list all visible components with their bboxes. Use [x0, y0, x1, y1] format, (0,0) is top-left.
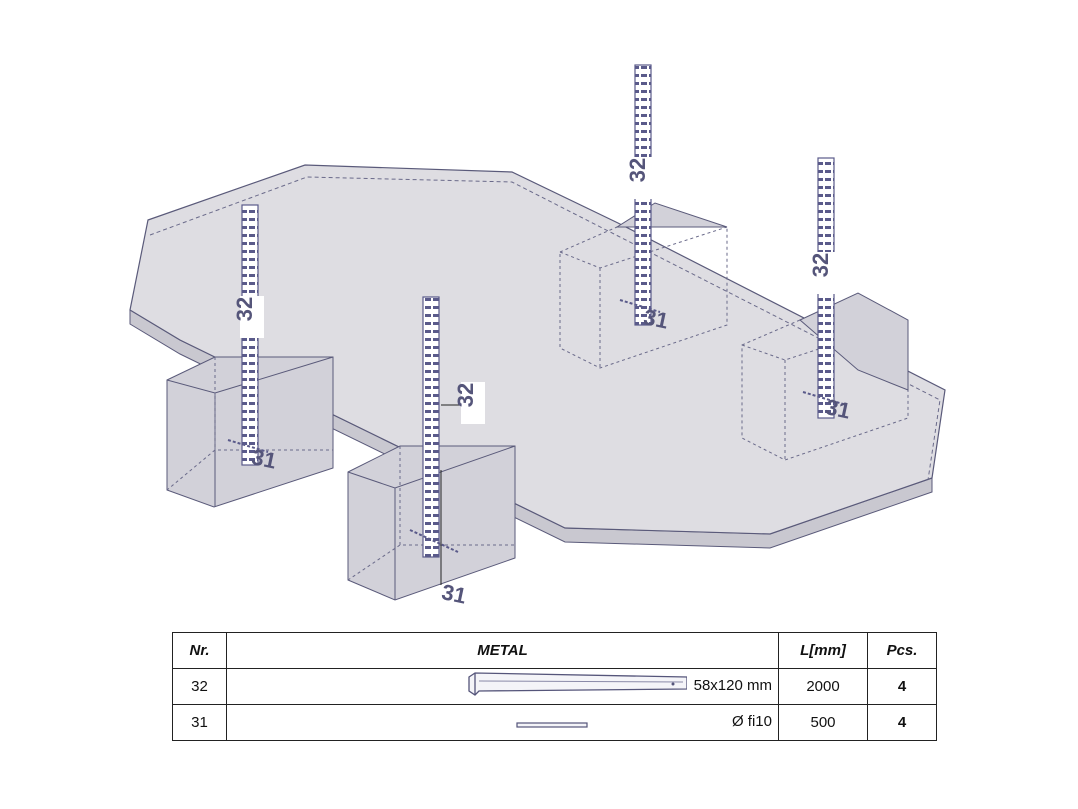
header-nr: Nr. [172, 632, 227, 669]
svg-text:32: 32 [808, 253, 833, 277]
row-metal: Ø fi10 [226, 704, 779, 741]
label-32-back: 32 [625, 157, 657, 199]
rebar-icon [516, 722, 588, 728]
slab-top [129, 164, 946, 535]
header-length: L[mm] [778, 632, 868, 669]
label-32-right: 32 [808, 252, 840, 294]
label-32-left: 32 [232, 296, 264, 338]
row-nr: 32 [172, 668, 227, 705]
isometric-drawing: 32 32 32 32 31 31 31 31 [129, 64, 946, 609]
label-32-center: 32 [453, 382, 485, 424]
table-row: 32 58x120 mm 2000 4 [172, 668, 937, 705]
row-metal: 58x120 mm [226, 668, 779, 705]
svg-text:32: 32 [453, 383, 478, 407]
label-31-center: 31 [440, 579, 469, 609]
header-pcs: Pcs. [867, 632, 937, 669]
svg-text:32: 32 [232, 297, 257, 321]
header-metal: METAL [226, 632, 779, 669]
row-length: 2000 [778, 668, 868, 705]
label-31-back: 31 [642, 304, 671, 334]
svg-text:32: 32 [625, 158, 650, 182]
row-description: 58x120 mm [693, 677, 772, 694]
table-header-row: Nr. METAL L[mm] Pcs. [172, 632, 937, 669]
table-row: 31 Ø fi10 500 4 [172, 704, 937, 741]
label-31-left: 31 [250, 444, 279, 474]
row-nr: 31 [172, 704, 227, 741]
label-31-right: 31 [824, 394, 853, 424]
row-description: Ø fi10 [731, 713, 772, 730]
c-profile-icon [468, 672, 687, 696]
row-pcs: 4 [867, 704, 937, 741]
parts-table: Nr. METAL L[mm] Pcs. 32 58x120 mm 2000 4… [172, 632, 937, 741]
column-bar-center [409, 296, 462, 585]
row-pcs: 4 [867, 668, 937, 705]
row-length: 500 [778, 704, 868, 741]
